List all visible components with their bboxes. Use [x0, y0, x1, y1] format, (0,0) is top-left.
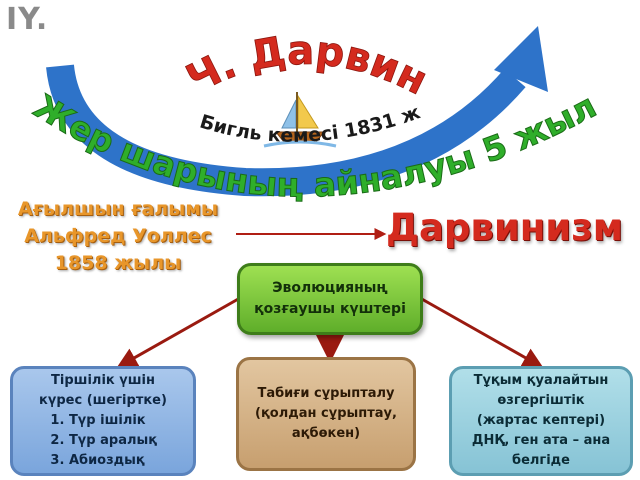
mid-box-line-2: (қолдан сұрыптау,: [255, 406, 397, 421]
wallace-line-3: 1858 жылы: [54, 252, 182, 274]
right-box-line-1: Тұқым қуалайтын: [473, 373, 609, 388]
center-box-line-1: Эволюцияның: [272, 280, 388, 296]
struggle-types-list: Түр ішілік Түр аралық Абиоздық: [49, 411, 157, 471]
center-box-line-2: қозғаушы күштері: [254, 301, 406, 317]
list-item: Түр аралық: [69, 431, 157, 451]
right-box-line-4: ДНҚ, ген ата – ана: [471, 433, 611, 448]
wallace-line-2: Альфред Уоллес: [24, 225, 212, 247]
left-box-line-1: Тіршілік үшін: [51, 373, 155, 388]
mid-box-line-1: Табиғи сұрыпталу: [257, 386, 395, 401]
natural-selection-box: Табиғи сұрыпталу (қолдан сұрыптау, ақбөк…: [236, 357, 416, 471]
arrow-to-left-box: [116, 296, 241, 369]
list-item: Түр ішілік: [69, 411, 157, 431]
evolution-forces-box: Эволюцияның қозғаушы күштері: [237, 263, 423, 335]
left-box-line-2: күрес (шегіртке): [39, 393, 167, 408]
right-box-line-5: белгіде: [512, 453, 570, 468]
wallace-text: Ағылшын ғалымы Альфред Уоллес 1858 жылы: [2, 196, 234, 277]
struggle-for-existence-box: Тіршілік үшін күрес (шегіртке) Түр ішілі…: [10, 366, 196, 476]
section-number: IY.: [6, 2, 49, 37]
right-box-line-2: өзгергіштік: [497, 393, 585, 408]
darwinism-label: Дарвинизм: [386, 206, 623, 249]
arrow-to-right-box: [419, 296, 544, 369]
wallace-line-1: Ағылшын ғалымы: [17, 198, 219, 220]
list-item: Абиоздық: [69, 451, 157, 471]
mid-box-line-3: ақбөкен): [291, 426, 361, 441]
heredity-variation-box: Тұқым қуалайтын өзгергіштік (жартас кепт…: [449, 366, 633, 476]
sailboat-icon: [263, 92, 337, 148]
darwin-title: Ч. Дарвин: [180, 28, 435, 104]
blue-arc-arrow-head: [494, 26, 548, 92]
right-box-line-3: (жартас кептері): [476, 413, 606, 428]
blue-arc-arrow: [46, 64, 526, 197]
